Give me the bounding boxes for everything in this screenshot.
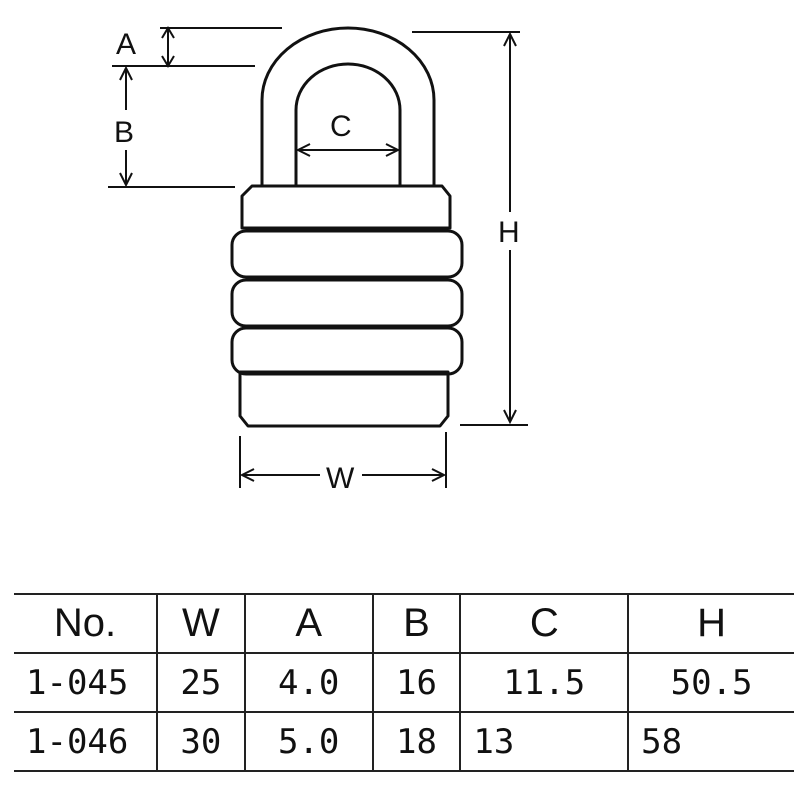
cell-h: 58 xyxy=(627,711,794,772)
body-ring-2 xyxy=(230,278,464,328)
header-a: A xyxy=(243,593,373,654)
header-w: W xyxy=(156,593,245,654)
label-h: H xyxy=(498,216,520,249)
cell-w: 25 xyxy=(156,652,245,713)
header-b: B xyxy=(371,593,461,654)
dim-a-arrows xyxy=(161,26,175,68)
dim-h-arrows xyxy=(503,31,517,425)
body-ring-1 xyxy=(230,229,464,279)
header-no: No. xyxy=(14,593,157,654)
cell-no: 1-045 xyxy=(14,652,157,713)
cell-b: 18 xyxy=(371,711,461,772)
cell-a: 5.0 xyxy=(243,711,373,772)
table-row: 1-045 25 4.0 16 11.5 50.5 xyxy=(14,652,794,713)
dimension-spec-table: No. W A B C H 1-045 25 4.0 16 11.5 50.5 … xyxy=(14,593,794,772)
cell-w: 30 xyxy=(156,711,245,772)
body-ring-3 xyxy=(230,326,464,376)
label-w: W xyxy=(326,462,355,495)
padlock-dimension-drawing: A B C H W xyxy=(108,26,528,495)
dim-b-arrows xyxy=(119,65,133,188)
shackle-outer xyxy=(260,26,436,188)
cell-c: 13 xyxy=(459,711,629,772)
table-header-row: No. W A B C H xyxy=(14,593,794,654)
label-b: B xyxy=(114,116,134,149)
body-top-segment xyxy=(240,184,452,230)
cell-c: 11.5 xyxy=(459,652,629,713)
table-row: 1-046 30 5.0 18 13 58 xyxy=(14,711,794,772)
label-c: C xyxy=(330,110,352,143)
cell-no: 1-046 xyxy=(14,711,157,772)
cell-h: 50.5 xyxy=(627,652,794,713)
label-a: A xyxy=(116,28,136,61)
header-c: C xyxy=(459,593,629,654)
header-h: H xyxy=(627,593,794,654)
dim-c-arrows xyxy=(295,143,401,157)
shackle-inner xyxy=(294,62,402,188)
dim-w-arrows xyxy=(239,468,447,482)
cell-b: 16 xyxy=(371,652,461,713)
body-bottom-segment xyxy=(238,370,450,428)
cell-a: 4.0 xyxy=(243,652,373,713)
